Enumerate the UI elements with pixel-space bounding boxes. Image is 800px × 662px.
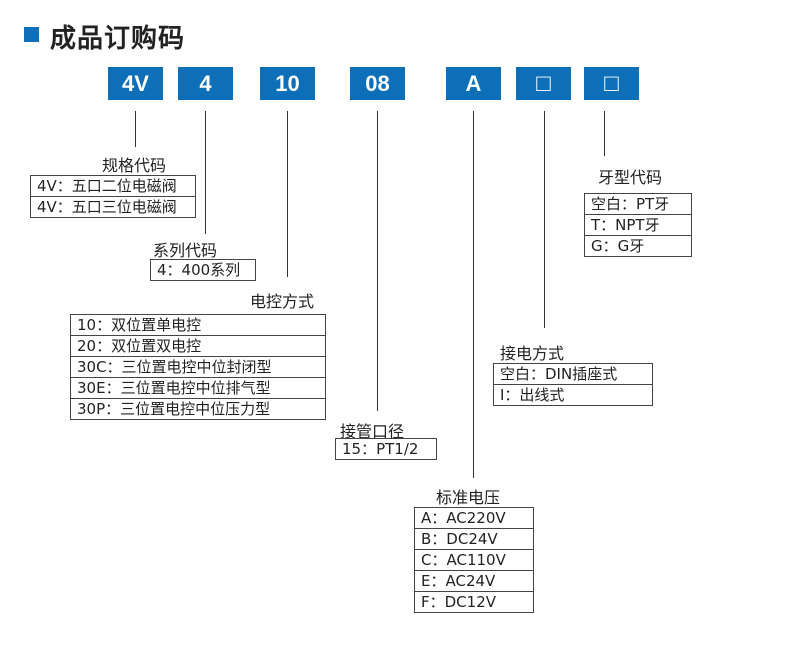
code-box-control: 10 (260, 67, 315, 100)
voltage-row: E：AC24V (415, 571, 533, 592)
spec-code-row: 4V：五口三位电磁阀 (31, 197, 195, 218)
port-size-row: 15：PT1/2 (336, 439, 436, 460)
spec-code-table: 4V：五口二位电磁阀 4V：五口三位电磁阀 (30, 175, 196, 218)
control-mode-label: 电控方式 (250, 292, 315, 311)
spec-code-label: 规格代码 (102, 156, 167, 175)
series-code-row: 4：400系列 (151, 260, 255, 281)
connector-series (205, 111, 206, 234)
thread-code-table: 空白：PT牙 T：NPT牙 G：G牙 (584, 193, 692, 257)
voltage-table: A：AC220V B：DC24V C：AC110V E：AC24V F：DC12… (414, 507, 534, 613)
connector-connection (544, 111, 545, 328)
connector-voltage (473, 111, 474, 478)
code-box-voltage: A (446, 67, 501, 100)
voltage-label: 标准电压 (436, 488, 501, 507)
voltage-row: C：AC110V (415, 550, 533, 571)
connector-spec (135, 111, 136, 147)
code-box-connection: □ (516, 67, 571, 100)
port-size-label: 接管口径 (340, 422, 405, 441)
voltage-row: B：DC24V (415, 529, 533, 550)
page-title: 成品订购码 (50, 24, 186, 54)
thread-code-label: 牙型代码 (598, 168, 663, 187)
code-box-series: 4 (178, 67, 233, 100)
code-box-spec: 4V (108, 67, 163, 100)
voltage-row: A：AC220V (415, 508, 533, 529)
thread-code-row: T：NPT牙 (585, 215, 691, 236)
thread-code-row: G：G牙 (585, 236, 691, 257)
connector-port (377, 111, 378, 411)
control-mode-row: 30C：三位置电控中位封闭型 (71, 357, 325, 378)
control-mode-row: 10：双位置单电控 (71, 315, 325, 336)
series-code-table: 4：400系列 (150, 259, 256, 281)
voltage-row: F：DC12V (415, 592, 533, 613)
control-mode-table: 10：双位置单电控 20：双位置双电控 30C：三位置电控中位封闭型 30E：三… (70, 314, 326, 420)
control-mode-row: 30E：三位置电控中位排气型 (71, 378, 325, 399)
code-box-port: 08 (350, 67, 405, 100)
series-code-label: 系列代码 (153, 241, 218, 260)
port-size-table: 15：PT1/2 (335, 438, 437, 460)
connector-control (287, 111, 288, 277)
code-box-thread: □ (584, 67, 639, 100)
title-marker (24, 27, 39, 42)
control-mode-row: 30P：三位置电控中位压力型 (71, 399, 325, 420)
thread-code-row: 空白：PT牙 (585, 194, 691, 215)
connection-mode-table: 空白：DIN插座式 I：出线式 (493, 363, 653, 406)
spec-code-row: 4V：五口二位电磁阀 (31, 176, 195, 197)
connection-mode-row: 空白：DIN插座式 (494, 364, 652, 385)
connection-mode-label: 接电方式 (500, 344, 565, 363)
connection-mode-row: I：出线式 (494, 385, 652, 406)
connector-thread (604, 111, 605, 156)
control-mode-row: 20：双位置双电控 (71, 336, 325, 357)
